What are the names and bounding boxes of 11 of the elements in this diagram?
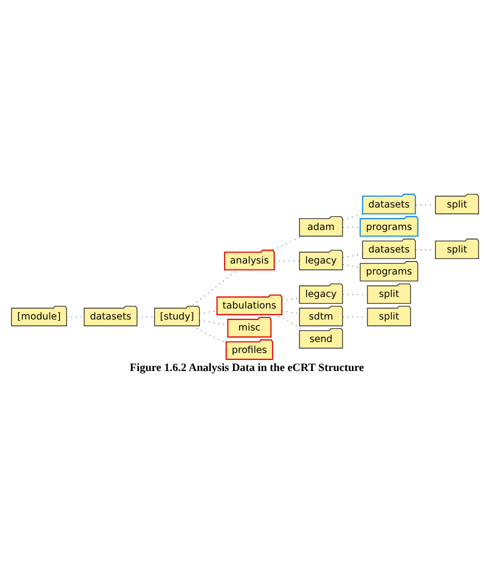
connector [342,264,360,268]
connector [268,235,302,252]
connector [199,310,218,314]
connector [192,325,226,342]
connector [342,253,363,258]
connector [274,314,306,330]
caption: Figure 1.6.2 Analysis Data in the eCRT Structure [130,361,364,374]
connector [282,297,300,301]
connector [342,212,363,220]
connector [282,310,300,314]
connector [188,269,238,308]
